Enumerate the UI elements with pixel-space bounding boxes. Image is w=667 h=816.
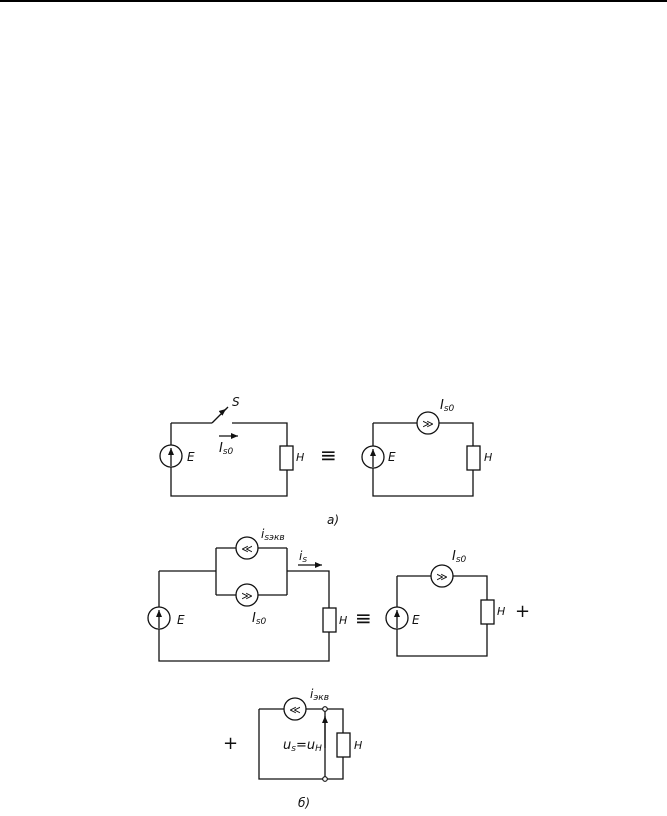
load-resistor: [466, 445, 481, 471]
wire-loop: [170, 422, 288, 497]
current-source-is0: [430, 564, 454, 588]
caption-b: б): [298, 796, 310, 810]
current-label: Is0: [219, 441, 234, 457]
load-label: Н: [339, 614, 347, 627]
parallel-branches: [215, 548, 288, 595]
load-label: Н: [354, 739, 362, 752]
current-source-iseq: [235, 536, 259, 560]
node-top: [322, 706, 328, 712]
equiv-sign-b: ≡: [355, 606, 372, 630]
parallel-wires: [216, 547, 287, 596]
fig-b-bottom-circuit: ≪ iэкв us=uН Н: [258, 687, 362, 782]
wire-loop: [158, 570, 330, 662]
fig-b-right-circuit: ≫ Is0 E Н: [385, 549, 505, 657]
current-source-ieq: [283, 697, 307, 721]
load-resistor: [480, 599, 495, 625]
wire-loop: [258, 708, 344, 780]
current-source-icon: ≫: [241, 590, 253, 603]
source-label: E: [187, 450, 195, 464]
current-label: Is0: [440, 398, 455, 414]
current-source-is0: [235, 583, 259, 607]
load-label: Н: [296, 451, 304, 464]
load-resistor: [336, 732, 351, 758]
source-label: E: [412, 613, 420, 627]
fig-b-left-circuit: ≪ ≫ isэкв is Is0 E Н: [147, 527, 347, 662]
node-bottom: [322, 776, 328, 782]
caption-a: a): [327, 513, 339, 527]
bottom-current-label: Is0: [252, 611, 267, 627]
flow-current-label: is: [299, 549, 307, 565]
wire-loop: [396, 575, 488, 657]
load-resistor: [322, 607, 337, 633]
current-source-icon: ≫: [422, 418, 434, 431]
voltage-label: us=uН: [283, 738, 322, 754]
load-label: Н: [484, 451, 492, 464]
source-label: E: [388, 450, 396, 464]
load-label: Н: [497, 605, 505, 618]
current-source-icon: ≫: [436, 571, 448, 584]
wire-loop: [372, 422, 474, 497]
current-source-is0: [416, 411, 440, 435]
current-label: Is0: [452, 549, 467, 565]
plus-sign-right: +: [515, 601, 530, 622]
fig-a-right-circuit: ≫ Is0 E Н: [361, 398, 492, 497]
equiv-sign-a: ≡: [320, 443, 337, 467]
top-rule: [0, 0, 667, 2]
switch-arrow: [218, 408, 227, 416]
fig-a-left-circuit: S Is0 E Н: [159, 395, 304, 497]
top-current-label: isэкв: [261, 527, 285, 543]
current-label: iэкв: [310, 687, 329, 703]
reverse-source-icon: ≪: [241, 543, 253, 556]
load-resistor: [279, 445, 294, 471]
plus-sign-left: +: [223, 733, 238, 754]
reverse-source-icon: ≪: [289, 704, 301, 717]
switch-label: S: [232, 395, 240, 409]
source-label: E: [177, 613, 185, 627]
